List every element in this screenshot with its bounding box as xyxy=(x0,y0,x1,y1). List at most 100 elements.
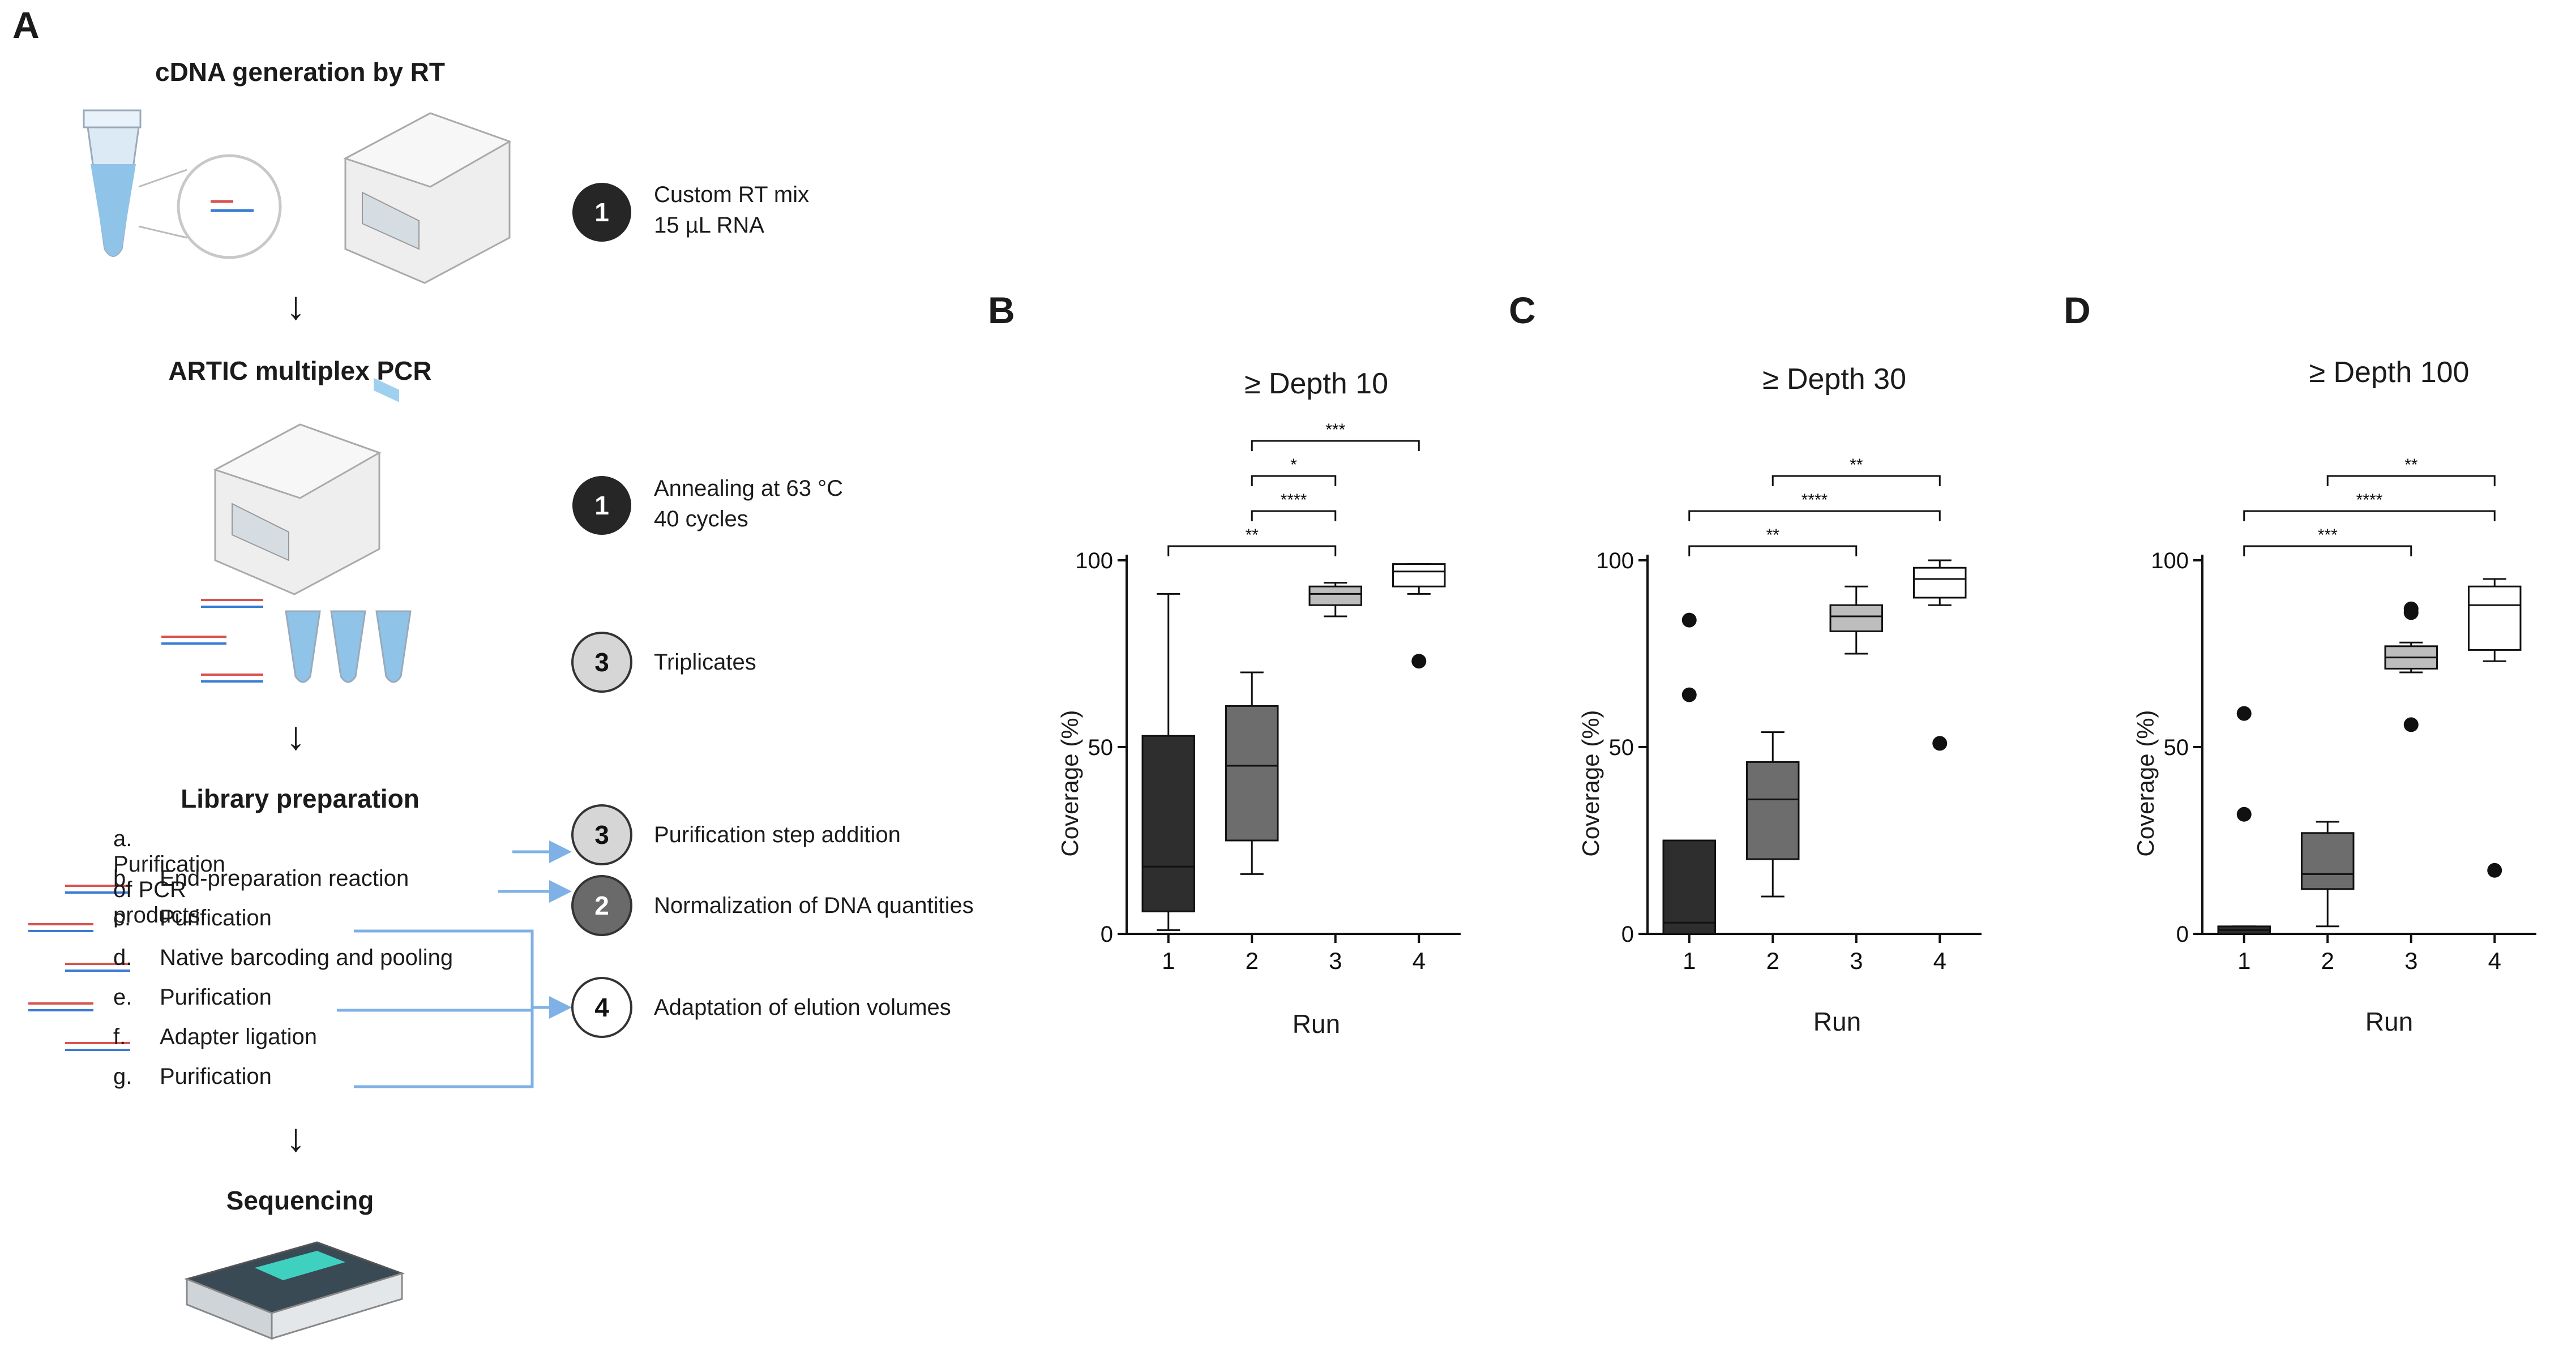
badge-purification: 3 xyxy=(571,804,632,865)
x-tick-label: 4 xyxy=(1933,947,1946,974)
note-triplicates: Triplicates xyxy=(654,647,756,677)
dna-strand-icon xyxy=(161,599,263,683)
svg-text:3: 3 xyxy=(594,647,609,677)
significance-bracket xyxy=(1688,545,1858,556)
y-tick-label: 0 xyxy=(2176,922,2189,947)
significance-bracket xyxy=(1688,510,1941,521)
step-c: c.Purification xyxy=(113,906,272,931)
step-text: Purification of PCR products xyxy=(113,852,225,928)
svg-text:4: 4 xyxy=(594,993,609,1022)
x-tick-label: 2 xyxy=(1766,947,1779,974)
significance-bracket xyxy=(2243,510,2496,521)
x-tick-label: 3 xyxy=(2404,947,2417,974)
note-line: 40 cycles xyxy=(654,507,748,531)
significance-label: ** xyxy=(2404,456,2418,474)
panel-letter-b: B xyxy=(988,289,1015,331)
sequencer-icon xyxy=(184,1241,405,1340)
chart-d-title: ≥ Depth 100 xyxy=(2309,356,2470,389)
significance-label: ** xyxy=(1850,456,1863,474)
significance-label: *** xyxy=(2318,526,2338,544)
step-letter: g. xyxy=(113,1064,132,1089)
dna-strand-icon xyxy=(28,885,130,1051)
outlier-point xyxy=(2236,706,2252,721)
triplicate-tubes-icon xyxy=(285,610,412,683)
step-connector-arrows xyxy=(337,840,572,1088)
step-letter: b. xyxy=(113,866,132,891)
significance-bracket xyxy=(1251,440,1420,451)
chart-b-title: ≥ Depth 10 xyxy=(1244,367,1389,400)
section-pcr-heading: ARTIC multiplex PCR xyxy=(168,356,432,385)
note-line: 15 µL RNA xyxy=(654,213,764,238)
box-run-4 xyxy=(1392,563,1446,587)
y-tick-label: 100 xyxy=(1596,548,1634,573)
y-tick-label: 50 xyxy=(2164,735,2189,760)
significance-label: **** xyxy=(1802,491,1828,509)
step-letter: d. xyxy=(113,945,132,970)
box-run-1 xyxy=(1141,735,1195,912)
note-line: Triplicates xyxy=(654,650,756,675)
badge-rt: 1 xyxy=(572,183,631,242)
step-b: b. End-preparation reaction xyxy=(113,866,409,891)
y-tick-label: 0 xyxy=(1101,922,1113,947)
significance-label: *** xyxy=(1325,421,1345,439)
step-text: End-preparation reaction xyxy=(160,866,409,891)
note-line: Custom RT mix xyxy=(654,182,810,207)
y-tick-label: 0 xyxy=(1621,922,1634,947)
box-run-3 xyxy=(1308,585,1362,606)
significance-bracket xyxy=(2326,475,2496,486)
chart-b-xlabel: Run xyxy=(1292,1009,1341,1039)
significance-bracket xyxy=(1771,475,1941,486)
step-a: a.Purification of PCR products xyxy=(113,826,225,928)
note-rt: Custom RT mix 15 µL RNA xyxy=(654,179,809,241)
magnifier-icon xyxy=(138,154,282,259)
tube-icon xyxy=(83,109,142,257)
significance-bracket xyxy=(1251,475,1337,486)
box-run-2 xyxy=(1746,761,1800,860)
section-library-heading: Library preparation xyxy=(181,784,420,813)
x-tick-label: 4 xyxy=(1413,947,1426,974)
x-tick-label: 1 xyxy=(1683,947,1696,974)
x-tick-label: 2 xyxy=(2321,947,2334,974)
chart-d-xlabel: Run xyxy=(2365,1007,2414,1036)
step-text: Purification xyxy=(160,985,272,1010)
step-text: Purification xyxy=(160,906,272,930)
step-text: Native barcoding and pooling xyxy=(160,945,453,970)
box-run-2 xyxy=(2301,832,2355,890)
chart-c-title: ≥ Depth 30 xyxy=(1762,363,1907,396)
badge-triplicates: 3 xyxy=(571,632,632,693)
significance-label: **** xyxy=(1281,491,1307,509)
box-run-4 xyxy=(2468,585,2522,651)
box-run-1 xyxy=(1662,839,1716,935)
step-text: Purification xyxy=(160,1064,272,1089)
panel-letter-d: D xyxy=(2064,289,2091,331)
flow-arrow-2-icon: ↓ xyxy=(286,714,306,758)
significance-label: ** xyxy=(1246,526,1259,544)
thermocycler-icon xyxy=(213,423,382,595)
badge-elution: 4 xyxy=(571,977,632,1038)
x-tick-label: 3 xyxy=(1329,947,1342,974)
chart-c-xlabel: Run xyxy=(1813,1007,1862,1036)
x-tick-label: 4 xyxy=(2488,947,2501,974)
note-normalization: Normalization of DNA quantities xyxy=(654,890,974,921)
x-tick-label: 1 xyxy=(2237,947,2250,974)
badge-normalization: 2 xyxy=(571,875,632,936)
workflow-illustrations xyxy=(28,109,512,1340)
outlier-point xyxy=(2487,863,2502,878)
y-tick-label: 100 xyxy=(1075,548,1113,573)
outlier-point xyxy=(2403,717,2419,732)
note-line: Purification step addition xyxy=(654,822,901,847)
outlier-point xyxy=(1681,612,1697,628)
flow-arrow-3-icon: ↓ xyxy=(286,1116,306,1160)
step-letter: e. xyxy=(113,985,132,1010)
step-text: Adapter ligation xyxy=(160,1024,317,1049)
significance-bracket xyxy=(1167,545,1337,556)
box-run-3 xyxy=(1829,604,1883,632)
box-run-4 xyxy=(1913,567,1967,599)
badge-pcr: 1 xyxy=(572,476,631,535)
outlier-point xyxy=(2403,601,2419,616)
x-tick-label: 1 xyxy=(1162,947,1175,974)
step-letter: f. xyxy=(113,1024,126,1049)
